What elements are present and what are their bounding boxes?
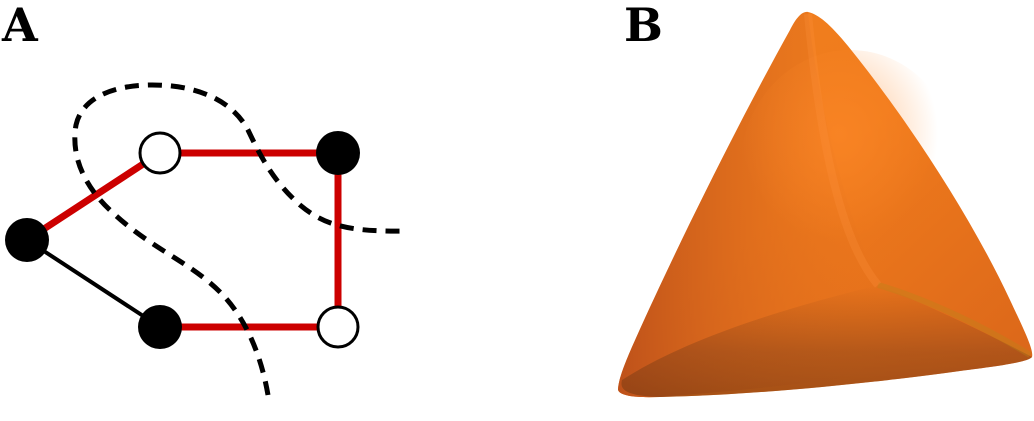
graph-node-hollow (138, 131, 182, 175)
tetrahedral-surface (618, 11, 1033, 398)
panel-label-b: B (624, 0, 663, 52)
graph-node-hollow (316, 305, 360, 349)
graph-node-filled (5, 218, 49, 262)
graph-diagram (5, 82, 409, 396)
graph-edge-red (25, 150, 162, 243)
graph-node-filled (138, 305, 182, 349)
graph-node-filled (316, 131, 360, 175)
panel-label-a: A (2, 0, 38, 52)
graph-edge-plain (25, 238, 162, 329)
cut-line (72, 82, 409, 396)
